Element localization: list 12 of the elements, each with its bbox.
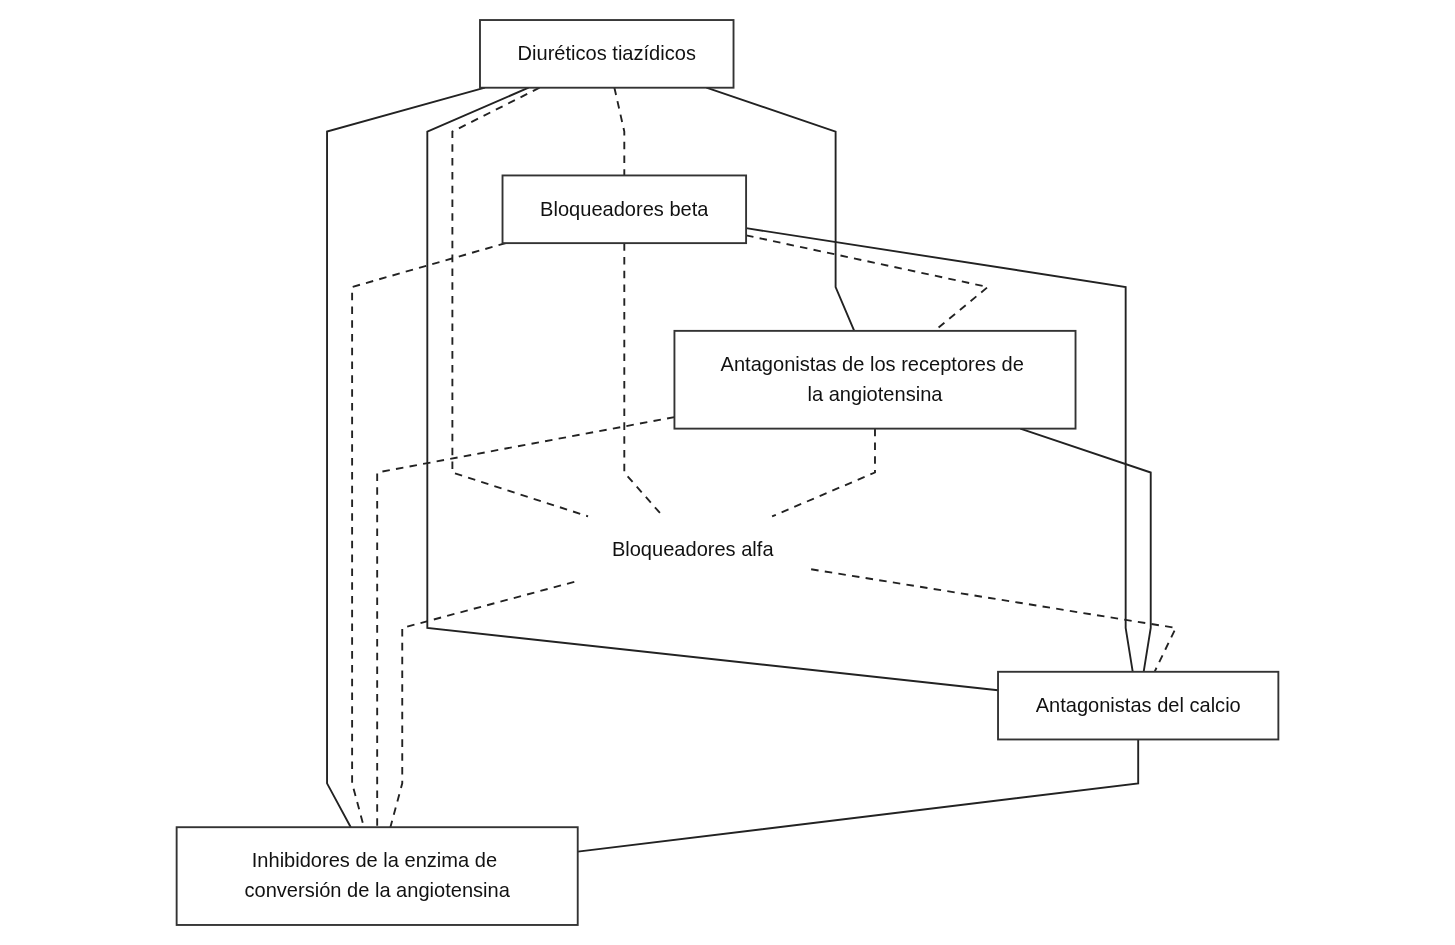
node-box: Bloqueadores beta: [501, 174, 748, 245]
node-box: Antagonistas del calcio: [997, 670, 1280, 741]
connector: [771, 427, 876, 518]
connector: [389, 580, 576, 829]
node-box: Diuréticos tiazídicos: [479, 19, 735, 89]
connector: [810, 568, 1178, 673]
node-text: Bloqueadores alfa: [611, 538, 774, 561]
connector: [613, 86, 626, 177]
connector: [426, 86, 999, 692]
connector: [451, 86, 589, 518]
node-box: Inhibidores de la enzima de conversión de la angiotensina: [175, 826, 579, 926]
node-box: Antagonistas de los receptores de la angiotensina: [673, 329, 1077, 430]
